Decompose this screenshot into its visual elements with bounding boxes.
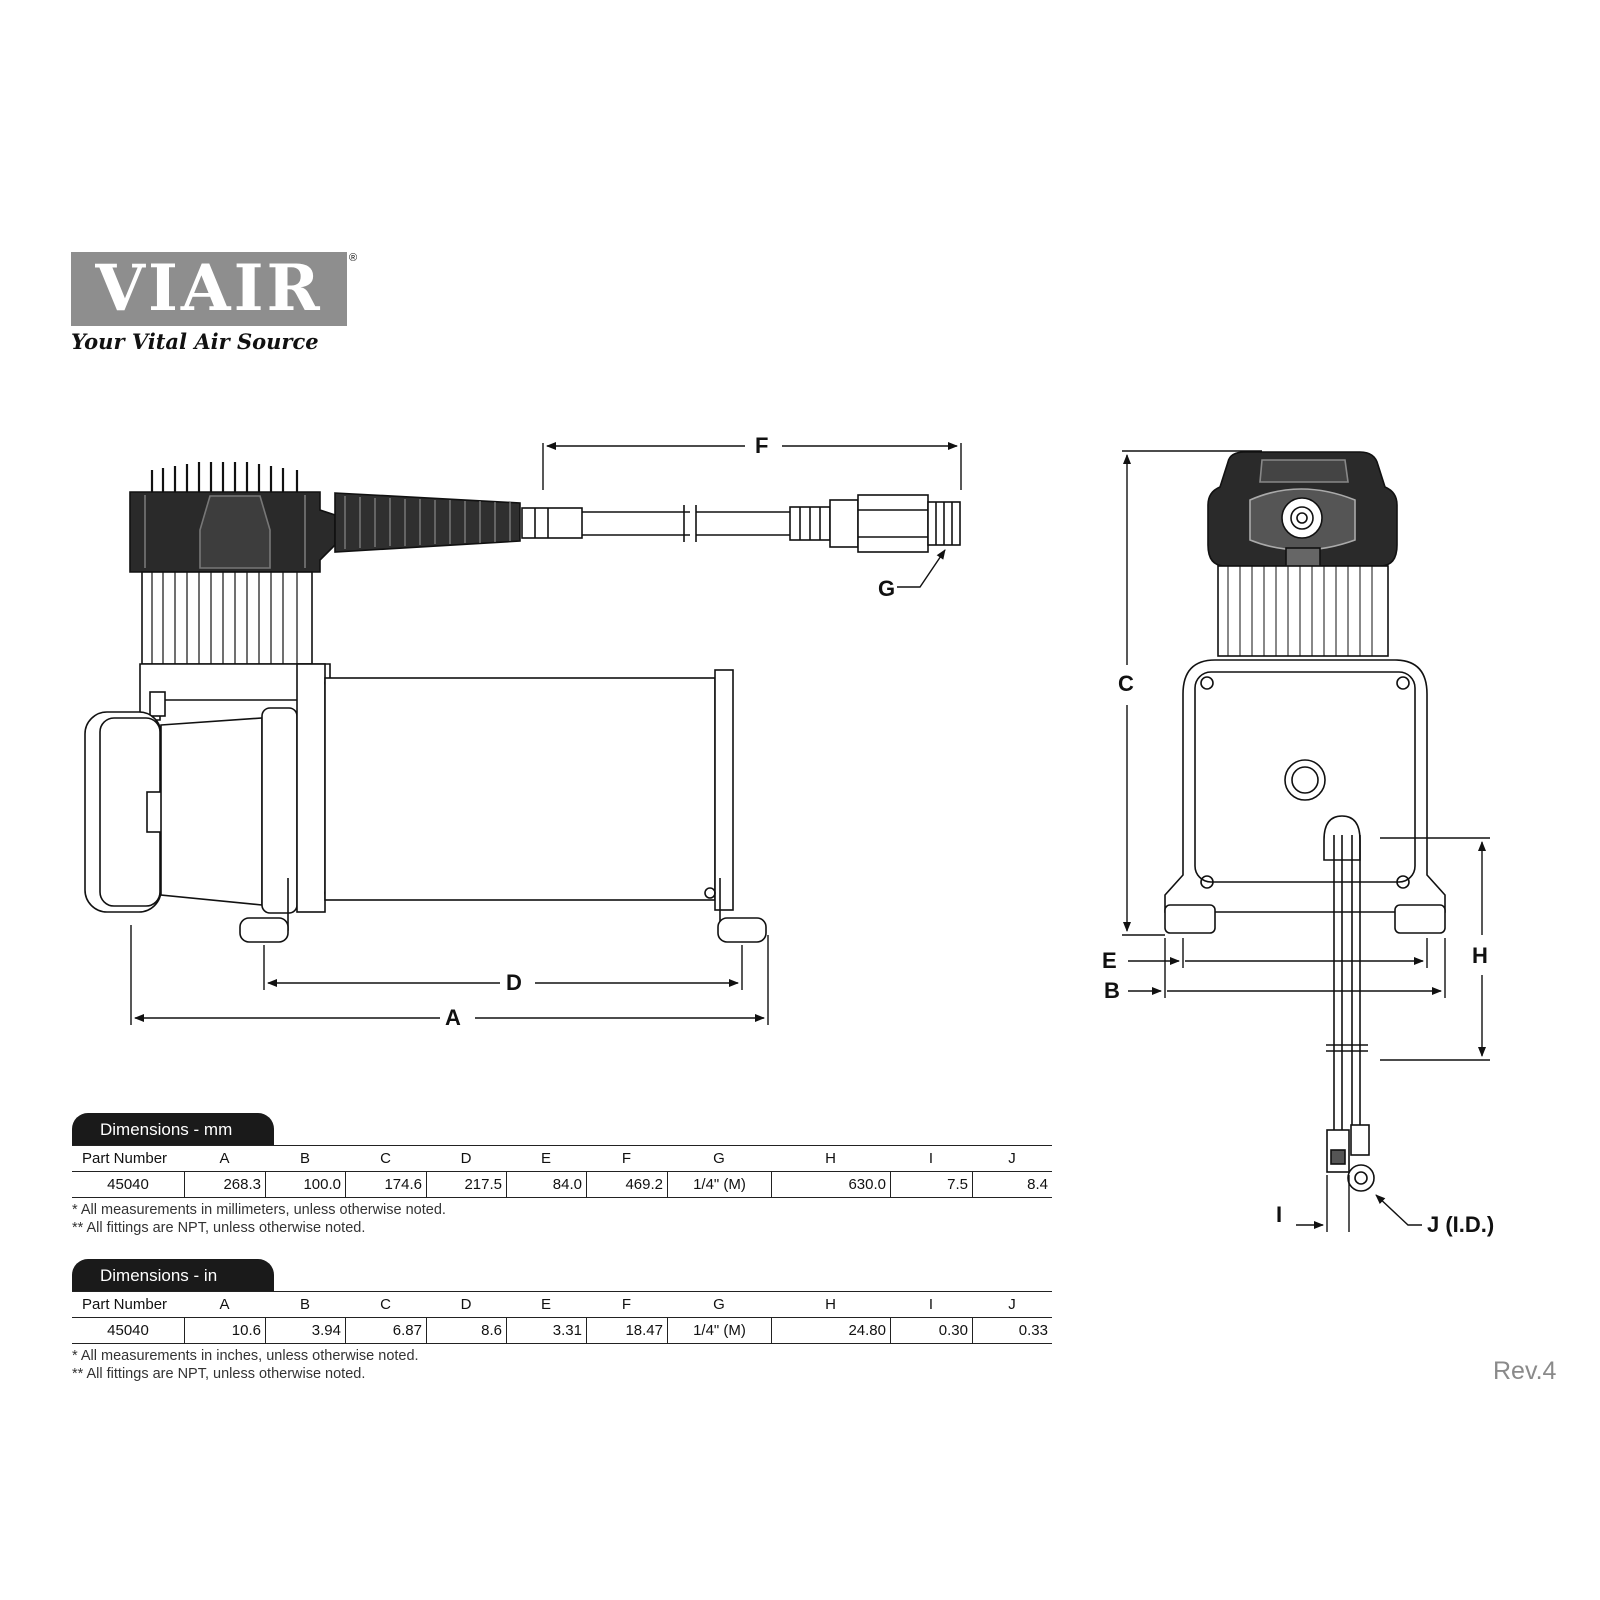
front-view bbox=[1164, 451, 1446, 1192]
dimensions-in-table: Dimensions - in Part Number A B C D E F … bbox=[72, 1259, 1052, 1383]
cell-b: 3.94 bbox=[265, 1318, 345, 1343]
cell-e: 84.0 bbox=[506, 1172, 586, 1197]
col-i: I bbox=[928, 1296, 934, 1313]
col-e: E bbox=[540, 1296, 551, 1313]
col-j: J bbox=[1008, 1296, 1016, 1313]
col-part-number: Part Number bbox=[82, 1150, 168, 1167]
footnote-measurements: * All measurements in inches, unless oth… bbox=[72, 1348, 419, 1364]
label-j: J (I.D.) bbox=[1427, 1212, 1495, 1237]
cell-j: 8.4 bbox=[972, 1172, 1052, 1197]
cell-i: 7.5 bbox=[890, 1172, 972, 1197]
label-g: G bbox=[878, 576, 896, 601]
dimension-j-leader bbox=[1375, 1194, 1422, 1226]
dimension-e-line bbox=[1128, 938, 1428, 968]
dimension-f-line bbox=[542, 442, 962, 490]
cell-d: 217.5 bbox=[426, 1172, 506, 1197]
col-c: C bbox=[380, 1296, 391, 1313]
cell-d: 8.6 bbox=[426, 1318, 506, 1343]
cell-b: 100.0 bbox=[265, 1172, 345, 1197]
table-header-row: Part Number A B C D E F G H I J bbox=[72, 1146, 1052, 1172]
col-g: G bbox=[713, 1296, 725, 1313]
cell-e: 3.31 bbox=[506, 1318, 586, 1343]
col-d: D bbox=[460, 1150, 472, 1167]
col-c: C bbox=[380, 1150, 391, 1167]
col-f: F bbox=[621, 1150, 632, 1167]
footnote-measurements: * All measurements in millimeters, unles… bbox=[72, 1202, 446, 1218]
cell-g: 1/4" (M) bbox=[667, 1172, 771, 1197]
cell-c: 6.87 bbox=[345, 1318, 426, 1343]
label-e: E bbox=[1102, 948, 1117, 973]
col-e: E bbox=[540, 1150, 551, 1167]
revision-label: Rev.4 bbox=[1493, 1357, 1557, 1385]
col-h: H bbox=[825, 1150, 836, 1167]
cell-part-number: 45040 bbox=[107, 1322, 149, 1339]
label-b: B bbox=[1104, 978, 1120, 1003]
table-row: 45040 10.6 3.94 6.87 8.6 3.31 18.47 1/4"… bbox=[72, 1318, 1052, 1344]
table-title-mm: Dimensions - mm bbox=[72, 1113, 274, 1145]
table-title-in: Dimensions - in bbox=[72, 1259, 274, 1291]
label-c: C bbox=[1118, 671, 1134, 696]
table-row: 45040 268.3 100.0 174.6 217.5 84.0 469.2… bbox=[72, 1172, 1052, 1198]
col-h: H bbox=[825, 1296, 836, 1313]
brand-logo: VIAIR bbox=[95, 251, 323, 326]
col-a: A bbox=[219, 1296, 230, 1313]
label-h: H bbox=[1472, 943, 1488, 968]
cell-a: 268.3 bbox=[184, 1172, 265, 1197]
cell-f: 18.47 bbox=[586, 1318, 667, 1343]
dimension-g-leader bbox=[897, 549, 946, 588]
col-i: I bbox=[928, 1150, 934, 1167]
col-b: B bbox=[299, 1296, 310, 1313]
logo-background bbox=[71, 252, 347, 326]
col-j: J bbox=[1008, 1150, 1016, 1167]
col-f: F bbox=[621, 1296, 632, 1313]
dimension-h-line bbox=[1380, 837, 1490, 1061]
label-d: D bbox=[506, 970, 522, 995]
cell-i: 0.30 bbox=[890, 1318, 972, 1343]
dimension-c-line bbox=[1122, 450, 1262, 936]
side-view bbox=[84, 462, 961, 943]
dimension-b-line bbox=[1128, 938, 1446, 998]
footnote-fittings: ** All fittings are NPT, unless otherwis… bbox=[72, 1366, 366, 1382]
cell-h: 24.80 bbox=[771, 1318, 890, 1343]
col-a: A bbox=[219, 1150, 230, 1167]
col-b: B bbox=[299, 1150, 310, 1167]
col-d: D bbox=[460, 1296, 472, 1313]
cell-h: 630.0 bbox=[771, 1172, 890, 1197]
dimension-a-line bbox=[130, 925, 769, 1025]
cell-f: 469.2 bbox=[586, 1172, 667, 1197]
brand-tagline: Your Vital Air Source bbox=[71, 329, 319, 354]
table-rule bbox=[72, 1291, 1052, 1292]
cell-j: 0.33 bbox=[972, 1318, 1052, 1343]
table-rule bbox=[72, 1145, 1052, 1146]
cell-c: 174.6 bbox=[345, 1172, 426, 1197]
label-i: I bbox=[1276, 1202, 1283, 1227]
cell-a: 10.6 bbox=[184, 1318, 265, 1343]
dimensions-mm-table: Dimensions - mm Part Number A B C D E F … bbox=[72, 1113, 1052, 1237]
col-part-number: Part Number bbox=[82, 1296, 168, 1313]
footnote-fittings: ** All fittings are NPT, unless otherwis… bbox=[72, 1220, 366, 1236]
label-f: F bbox=[755, 433, 769, 458]
cell-part-number: 45040 bbox=[107, 1176, 149, 1193]
dimension-i-line bbox=[1296, 1175, 1350, 1232]
cell-g: 1/4" (M) bbox=[667, 1318, 771, 1343]
table-header-row: Part Number A B C D E F G H I J bbox=[72, 1292, 1052, 1318]
registered-mark: ® bbox=[349, 252, 358, 264]
label-a: A bbox=[445, 1005, 461, 1030]
dimension-d-line bbox=[263, 945, 743, 990]
col-g: G bbox=[713, 1150, 725, 1167]
